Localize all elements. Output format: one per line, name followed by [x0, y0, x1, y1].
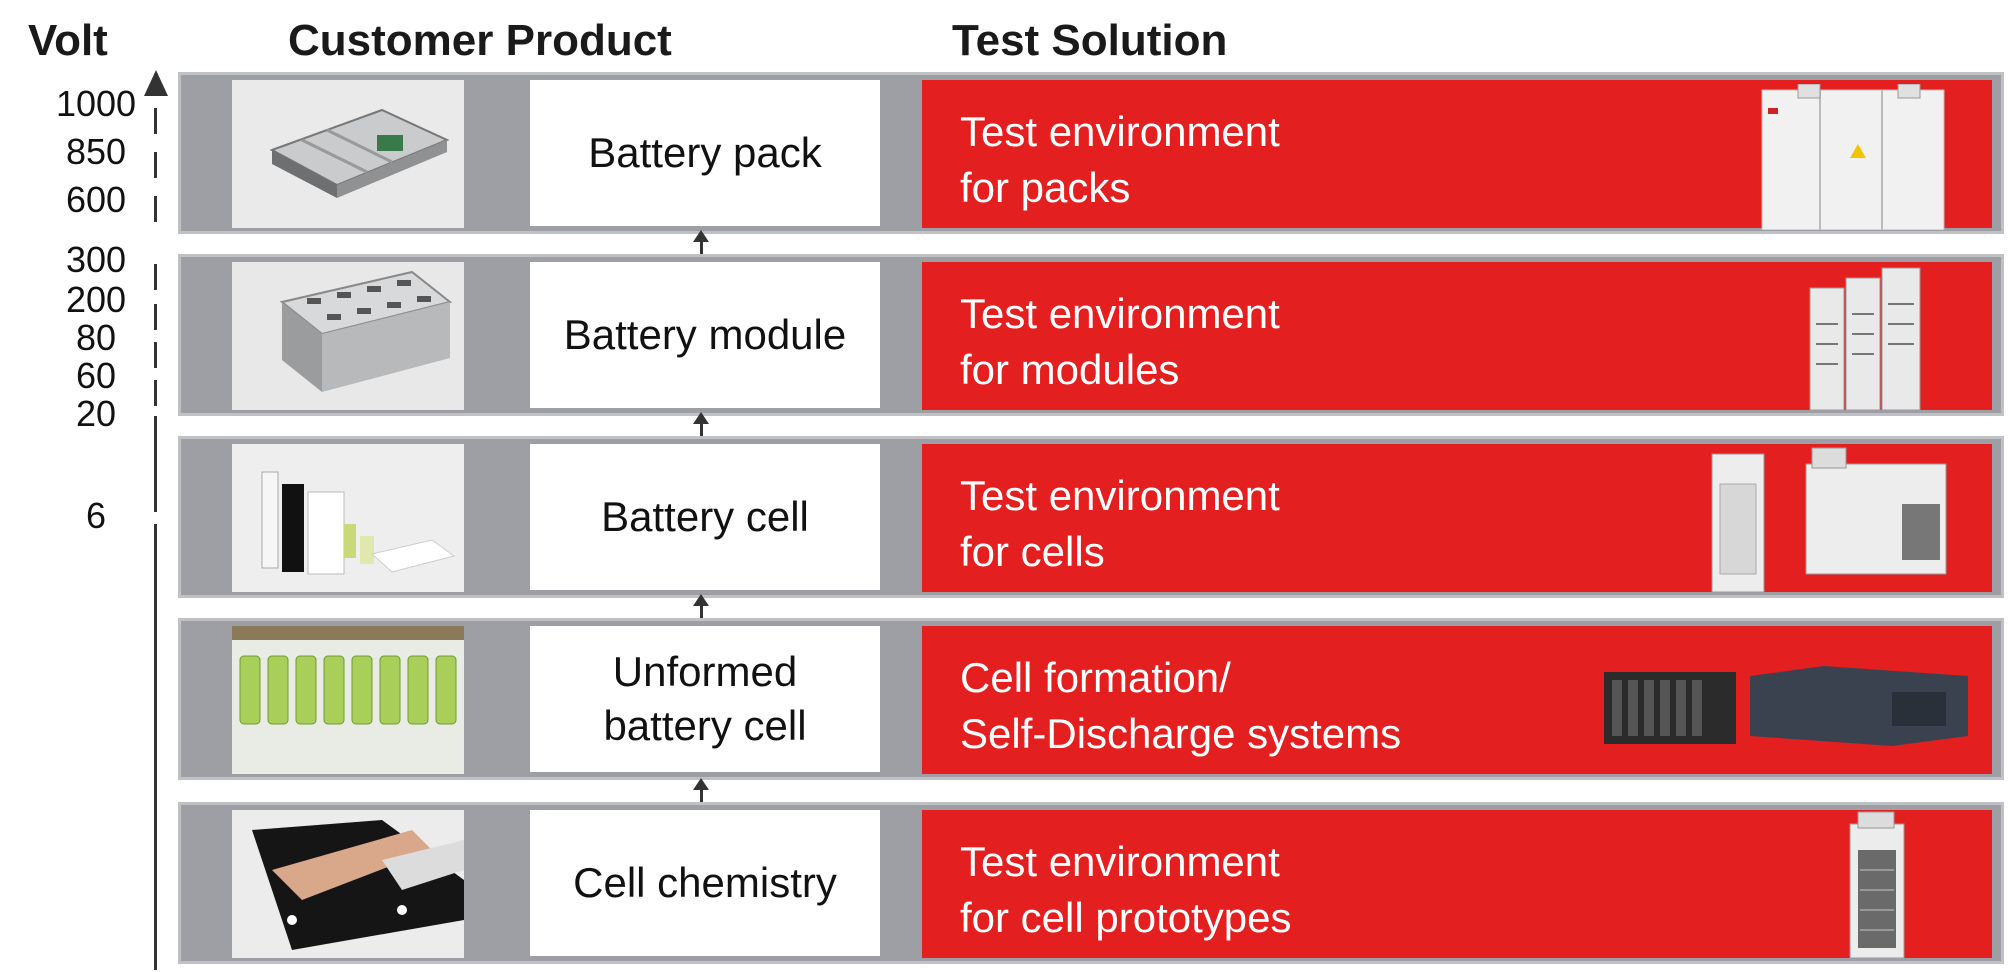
row-unformed-battery-cell: Unformed battery cell Cell formation/ Se…	[178, 618, 2004, 780]
volt-tick-850: 850	[65, 131, 127, 172]
volt-axis-line	[154, 524, 157, 970]
solution-modules: Test environment for modules	[922, 262, 1992, 410]
volt-tick-600: 600	[65, 179, 127, 220]
solution-cell-prototypes: Test environment for cell prototypes	[922, 810, 1992, 958]
product-label: Battery pack	[588, 129, 822, 176]
product-cell-chemistry: Cell chemistry	[530, 810, 880, 956]
volt-axis-arrowhead	[144, 70, 168, 96]
axis-dash	[154, 342, 157, 368]
volt-tick-300: 300	[65, 239, 127, 280]
solution-label: Test environment for cell prototypes	[960, 838, 1292, 941]
flow-arrow-shaft	[700, 422, 703, 444]
product-battery-pack: Battery pack	[530, 80, 880, 226]
volt-tick-1000: 1000	[55, 83, 137, 124]
volt-tick-80: 80	[75, 317, 117, 358]
product-battery-module: Battery module	[530, 262, 880, 408]
axis-dash	[154, 304, 157, 330]
solution-cell-formation: Cell formation/ Self-Discharge systems	[922, 626, 1992, 774]
axis-dash	[154, 196, 157, 222]
product-label: Unformed battery cell	[603, 648, 807, 749]
axis-dash	[154, 264, 157, 290]
module-test-cabinets-image	[1809, 267, 1921, 410]
volt-axis-line	[154, 416, 157, 512]
product-unformed-battery-cell: Unformed battery cell	[530, 626, 880, 772]
volt-tick-200: 200	[65, 279, 127, 320]
row-battery-module: Battery module Test environment for modu…	[178, 254, 2004, 416]
flow-arrow-shaft	[700, 240, 703, 262]
formation-systems-image	[1604, 666, 1968, 746]
solution-label: Cell formation/ Self-Discharge systems	[960, 654, 1402, 757]
solution-label: Test environment for modules	[960, 290, 1280, 393]
flow-arrow	[693, 778, 709, 790]
flow-arrow	[693, 230, 709, 242]
test-solution-header: Test Solution	[952, 16, 1228, 65]
solution-label: Test environment for packs	[960, 108, 1280, 211]
flow-arrow-shaft	[700, 604, 703, 626]
row-battery-pack: Battery pack Test environment for packs	[178, 72, 2004, 234]
solution-packs: Test environment for packs	[922, 80, 1992, 230]
solution-cells: Test environment for cells	[922, 444, 1992, 592]
battery-cell-image	[232, 444, 464, 592]
volt-tick-20: 20	[75, 393, 117, 434]
cell-test-cabinets-image	[1711, 447, 1947, 592]
flow-arrow	[693, 412, 709, 424]
cell-chemistry-image	[232, 810, 464, 958]
product-label: Cell chemistry	[573, 859, 837, 906]
product-battery-cell: Battery cell	[530, 444, 880, 590]
axis-dash	[154, 380, 157, 406]
volt-tick-60: 60	[75, 355, 117, 396]
product-label: Battery cell	[601, 493, 809, 540]
axis-dash	[154, 108, 157, 134]
battery-pack-image	[232, 80, 464, 228]
flow-arrow	[693, 594, 709, 606]
prototype-test-cabinet-image	[1849, 811, 1905, 958]
battery-module-image	[232, 262, 464, 410]
flow-arrow-shaft	[700, 788, 703, 810]
volt-axis-title: Volt	[28, 16, 108, 65]
unformed-cells-image	[232, 626, 464, 774]
customer-product-header: Customer Product	[288, 16, 672, 65]
row-battery-cell: Battery cell Test environment for cells	[178, 436, 2004, 598]
product-label: Battery module	[563, 311, 847, 358]
row-cell-chemistry: Cell chemistry Test environment for cell…	[178, 802, 2004, 964]
axis-dash	[154, 152, 157, 178]
volt-tick-6: 6	[85, 495, 107, 536]
solution-label: Test environment for cells	[960, 472, 1280, 575]
pack-test-cabinet-image	[1761, 84, 1945, 230]
